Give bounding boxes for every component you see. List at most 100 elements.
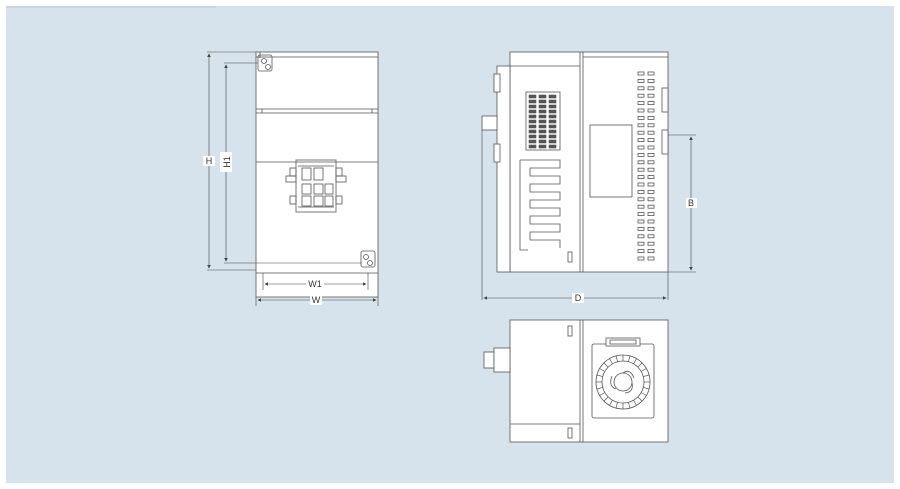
terminal-cell [548, 124, 557, 129]
vent-slot [637, 116, 645, 120]
vent-slot [647, 204, 655, 209]
vent-slot [637, 152, 645, 157]
label-h: H [206, 156, 213, 166]
terminal-cell [528, 119, 537, 124]
bottom-knob-icon [493, 347, 511, 373]
vent-slot [637, 219, 645, 224]
vent-slot [647, 160, 655, 165]
fan-grille-bar [609, 400, 613, 406]
terminal-cell [538, 129, 547, 134]
mounting-hole-bottom-icon [360, 250, 376, 268]
vent-slot [637, 175, 645, 180]
vent-slot [637, 138, 645, 143]
vent-slot [637, 93, 645, 98]
terminal-cell [548, 109, 557, 114]
terminal-cell [538, 99, 547, 104]
terminal-cell [548, 139, 557, 144]
vent-slot [637, 130, 645, 135]
vent-slot [647, 226, 655, 231]
terminal-cell [548, 104, 557, 109]
vent-slot [647, 197, 655, 202]
terminal-cell [538, 144, 547, 149]
side-window-icon [589, 124, 633, 198]
fan-grille-bar [603, 362, 609, 368]
terminal-cell [528, 109, 537, 114]
bottom-view [483, 319, 669, 443]
terminal-cell [548, 134, 557, 139]
fan-grille-bar [633, 400, 637, 406]
vent-slot [637, 145, 645, 150]
fan-grille-bar [615, 355, 618, 362]
terminal-cell [548, 99, 557, 104]
label-w1: W1 [308, 279, 322, 289]
vent-slot [647, 145, 655, 150]
vent-slot [637, 256, 645, 261]
fan-grille-bar [633, 358, 637, 364]
fan-grille-bar [603, 396, 609, 402]
vent-slot [637, 241, 645, 246]
terminal-cell [528, 139, 537, 144]
vent-slot [647, 152, 655, 157]
vent-slot [647, 101, 655, 105]
fan-grille-bar [641, 368, 647, 372]
label-d: D [575, 293, 582, 303]
terminal-cell [538, 114, 547, 119]
terminal-cell [538, 139, 547, 144]
serpentine-channel-icon [520, 159, 561, 248]
vent-slot [647, 249, 655, 254]
terminal-cell [538, 124, 547, 129]
front-view [255, 51, 379, 298]
terminal-cell [528, 129, 537, 134]
terminal-cell [548, 94, 557, 99]
vent-slot [637, 204, 645, 209]
fan-grille-bar [637, 362, 643, 368]
vent-slot [647, 167, 655, 172]
terminal-cell [528, 104, 537, 109]
vent-slot [647, 219, 655, 224]
keypad-frame-icon [285, 159, 347, 213]
vent-slot [647, 116, 655, 120]
vent-slot [647, 130, 655, 135]
vent-slot [647, 189, 655, 194]
vent-slot [637, 160, 645, 165]
fan-grille-bar [609, 358, 613, 364]
vent-slot [637, 212, 645, 217]
vent-slot [637, 167, 645, 172]
vent-slot [637, 234, 645, 239]
terminal-cell [548, 119, 557, 124]
terminal-cell [538, 134, 547, 139]
fan-grille-bar [599, 368, 605, 372]
front-view-body [255, 51, 379, 298]
rail-clip-top-icon [493, 73, 501, 93]
fan-grille-bar [628, 402, 631, 409]
vent-slot [637, 108, 645, 113]
vent-slot [647, 212, 655, 217]
terminal-cell [538, 109, 547, 114]
vent-slot [637, 86, 645, 91]
terminal-cell [548, 129, 557, 134]
drawing-background [6, 6, 894, 483]
terminal-cell [548, 144, 557, 149]
terminal-cell [528, 114, 537, 119]
fan-grille-bar [641, 392, 647, 396]
fan-grille-bar [643, 374, 650, 377]
side-view [481, 51, 669, 273]
vent-slot [637, 182, 645, 187]
vent-slot [647, 138, 655, 143]
fan-grille-bar [615, 402, 618, 409]
fan-grille-bar [596, 387, 603, 390]
vent-slot [637, 226, 645, 231]
terminal-cell [528, 94, 537, 99]
rail-clip-bottom-icon [493, 143, 501, 163]
vent-slot [637, 101, 645, 105]
vent-slot [637, 249, 645, 254]
vent-slot [637, 71, 645, 76]
vent-slot [637, 123, 645, 128]
terminal-cell [538, 104, 547, 109]
side-view-body [509, 51, 669, 273]
terminal-cell [538, 119, 547, 124]
vent-slot [647, 71, 655, 76]
fan-grille-bar [628, 355, 631, 362]
label-h1: H1 [222, 156, 232, 168]
